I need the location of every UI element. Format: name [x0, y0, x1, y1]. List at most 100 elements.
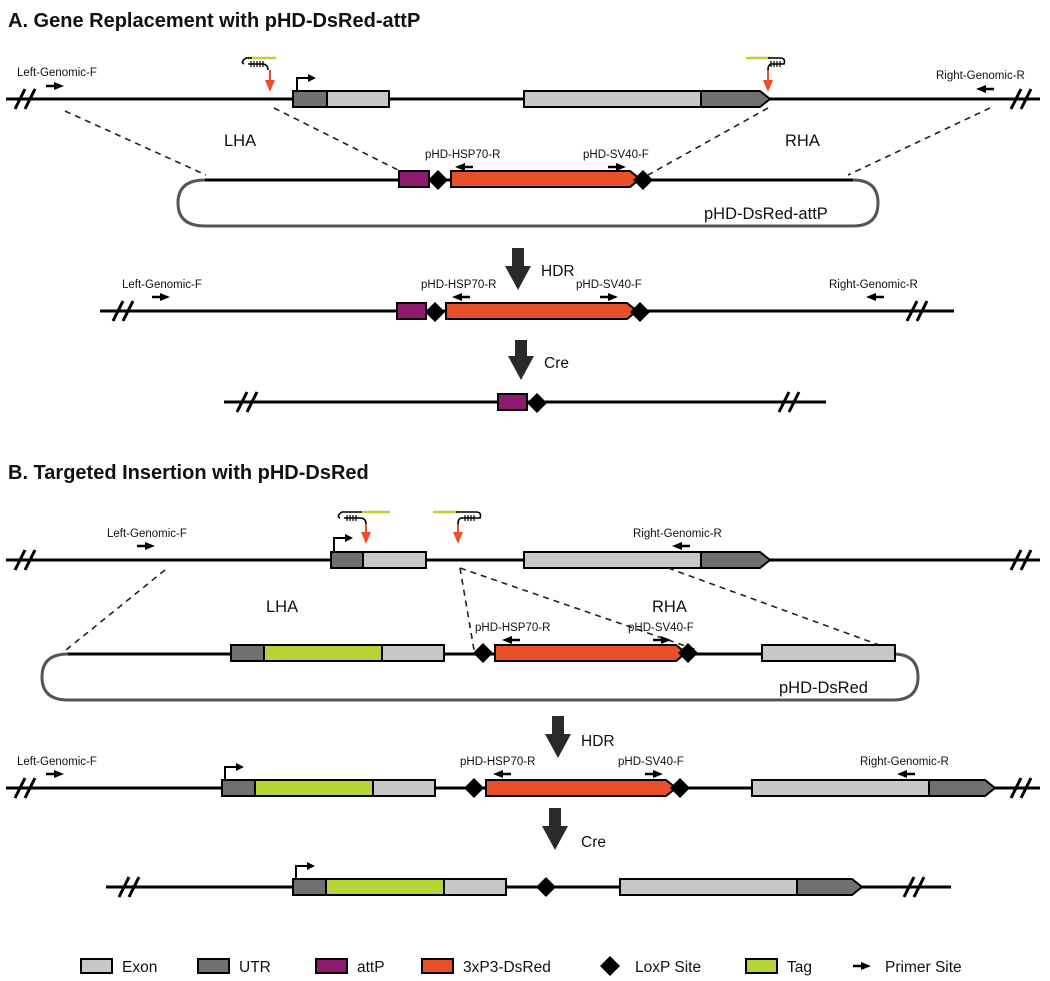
- sv40-f-label: pHD-SV40-F: [628, 622, 694, 634]
- rha-label: RHA: [785, 132, 820, 150]
- exon-box: [523, 90, 702, 108]
- primer-arrow-icon: [44, 768, 66, 780]
- primer-arrow-icon: [44, 80, 66, 92]
- dsred-cassette: [494, 644, 688, 662]
- cre-arrow-icon: [542, 808, 568, 850]
- utr-arrow-box: [796, 878, 864, 896]
- tss-arrow-icon: [296, 77, 310, 92]
- hsp70-r-label: pHD-HSP70-R: [421, 279, 496, 291]
- primer-arrow-icon: [150, 291, 172, 303]
- utr-arrow-box: [700, 551, 772, 569]
- attp-box: [398, 170, 430, 188]
- hsp70-r-label: pHD-HSP70-R: [475, 622, 550, 634]
- loxp-diamond-icon: [527, 393, 547, 413]
- legend-label: UTR: [239, 959, 271, 976]
- lha-label: LHA: [224, 132, 256, 150]
- primer-arrow-icon: [670, 540, 692, 552]
- primer-arrow-icon: [135, 540, 157, 552]
- hdr-label: HDR: [541, 263, 575, 280]
- legend: Exon UTR attP 3xP3-DsRed LoxP Site Tag P…: [80, 956, 962, 976]
- tss-arrow-icon: [224, 766, 238, 781]
- grna-left-icon: [337, 510, 390, 544]
- exon-box: [619, 878, 798, 896]
- loxp-diamond-icon: [670, 778, 690, 798]
- hsp70-r-label: pHD-HSP70-R: [425, 149, 500, 161]
- legend-label: Primer Site: [885, 959, 962, 976]
- right-genomic-r-label: Right-Genomic-R: [633, 528, 722, 540]
- tag-swatch-icon: [745, 958, 778, 974]
- cre-arrow-icon: [508, 340, 534, 380]
- loxp-diamond-icon: [633, 170, 653, 190]
- utr-arrow-box: [928, 779, 997, 797]
- tag-box: [263, 644, 383, 662]
- left-genomic-f-label: Left-Genomic-F: [122, 279, 202, 291]
- utr-box: [292, 90, 328, 108]
- dsred-cassette: [450, 170, 642, 188]
- utr-box: [330, 551, 364, 569]
- primer-arrow-icon: [895, 768, 917, 780]
- rha-label: RHA: [652, 598, 687, 616]
- lha-label: LHA: [266, 598, 298, 616]
- primer-arrow-icon: [974, 83, 996, 95]
- utr-arrow-box: [700, 90, 772, 108]
- primer-arrow-icon: [606, 161, 628, 173]
- left-genomic-f-label: Left-Genomic-F: [107, 528, 187, 540]
- primer-arrow-icon: [864, 291, 886, 303]
- utr-box: [230, 644, 265, 662]
- legend-item-primer: Primer Site: [851, 959, 962, 976]
- legend-item-loxp: LoxP Site: [600, 956, 701, 976]
- exon-box: [761, 644, 896, 662]
- utr-box: [292, 878, 327, 896]
- utr-swatch-icon: [197, 958, 230, 974]
- primer-arrow-icon: [598, 291, 620, 303]
- attp-swatch-icon: [315, 958, 348, 974]
- hdr-arrow-icon: [505, 248, 531, 290]
- plasmid-b-label: pHD-DsRed: [779, 679, 868, 697]
- legend-item-utr: UTR: [197, 958, 271, 976]
- exon-box: [523, 551, 702, 569]
- panel-b-after-hdr: Left-Genomic-F Right-Genomic-R pHD-HSP70…: [0, 756, 1050, 800]
- loxp-diamond-icon: [630, 302, 650, 322]
- loxp-diamond-icon: [600, 956, 620, 976]
- right-genomic-r-label: Right-Genomic-R: [860, 756, 949, 768]
- legend-label: Tag: [787, 959, 812, 976]
- loxp-diamond-icon: [464, 778, 484, 798]
- dsred-cassette: [445, 302, 639, 320]
- loxp-diamond-icon: [425, 302, 445, 322]
- tag-box: [254, 779, 374, 797]
- plasmid-pHD-DsRed: pHD-HSP70-R pHD-SV40-F pHD-DsRed: [40, 622, 920, 702]
- attp-box: [396, 302, 427, 320]
- exon-box: [372, 779, 436, 797]
- exon-box: [751, 779, 930, 797]
- sv40-f-label: pHD-SV40-F: [576, 279, 642, 291]
- panel-a-title: A. Gene Replacement with pHD-DsRed-attP: [8, 10, 420, 32]
- primer-arrow-icon: [851, 960, 873, 972]
- legend-label: Exon: [122, 959, 157, 976]
- panel-b-after-cre: [106, 862, 951, 899]
- right-genomic-r-label: Right-Genomic-R: [829, 279, 918, 291]
- panel-a-after-cre: [224, 390, 826, 414]
- primer-arrow-icon: [450, 291, 472, 303]
- primer-arrow-icon: [500, 634, 522, 646]
- exon-box: [443, 878, 507, 896]
- primer-arrow-icon: [491, 768, 513, 780]
- left-genomic-f-label: Left-Genomic-F: [17, 756, 97, 768]
- sv40-f-label: pHD-SV40-F: [583, 149, 649, 161]
- sv40-f-label: pHD-SV40-F: [618, 756, 684, 768]
- legend-label: attP: [357, 959, 385, 976]
- loxp-diamond-icon: [536, 877, 556, 897]
- loxp-diamond-icon: [473, 643, 493, 663]
- right-genomic-r-label: Right-Genomic-R: [936, 70, 1025, 82]
- hsp70-r-label: pHD-HSP70-R: [460, 756, 535, 768]
- tss-arrow-icon: [295, 865, 309, 880]
- cre-label: Cre: [581, 834, 606, 851]
- panel-b: B. Targeted Insertion with pHD-DsRed Lef…: [0, 462, 1050, 899]
- attp-box: [497, 393, 528, 411]
- dsred-swatch-icon: [421, 958, 454, 974]
- legend-item-exon: Exon: [80, 958, 157, 976]
- exon-box: [362, 551, 427, 569]
- tss-arrow-icon: [333, 537, 347, 553]
- exon-box: [381, 644, 445, 662]
- grna-right-icon: [433, 510, 482, 544]
- plasmid-pHD-DsRed-attP: pHD-HSP70-R pHD-SV40-F pHD-DsRed-attP: [176, 149, 880, 228]
